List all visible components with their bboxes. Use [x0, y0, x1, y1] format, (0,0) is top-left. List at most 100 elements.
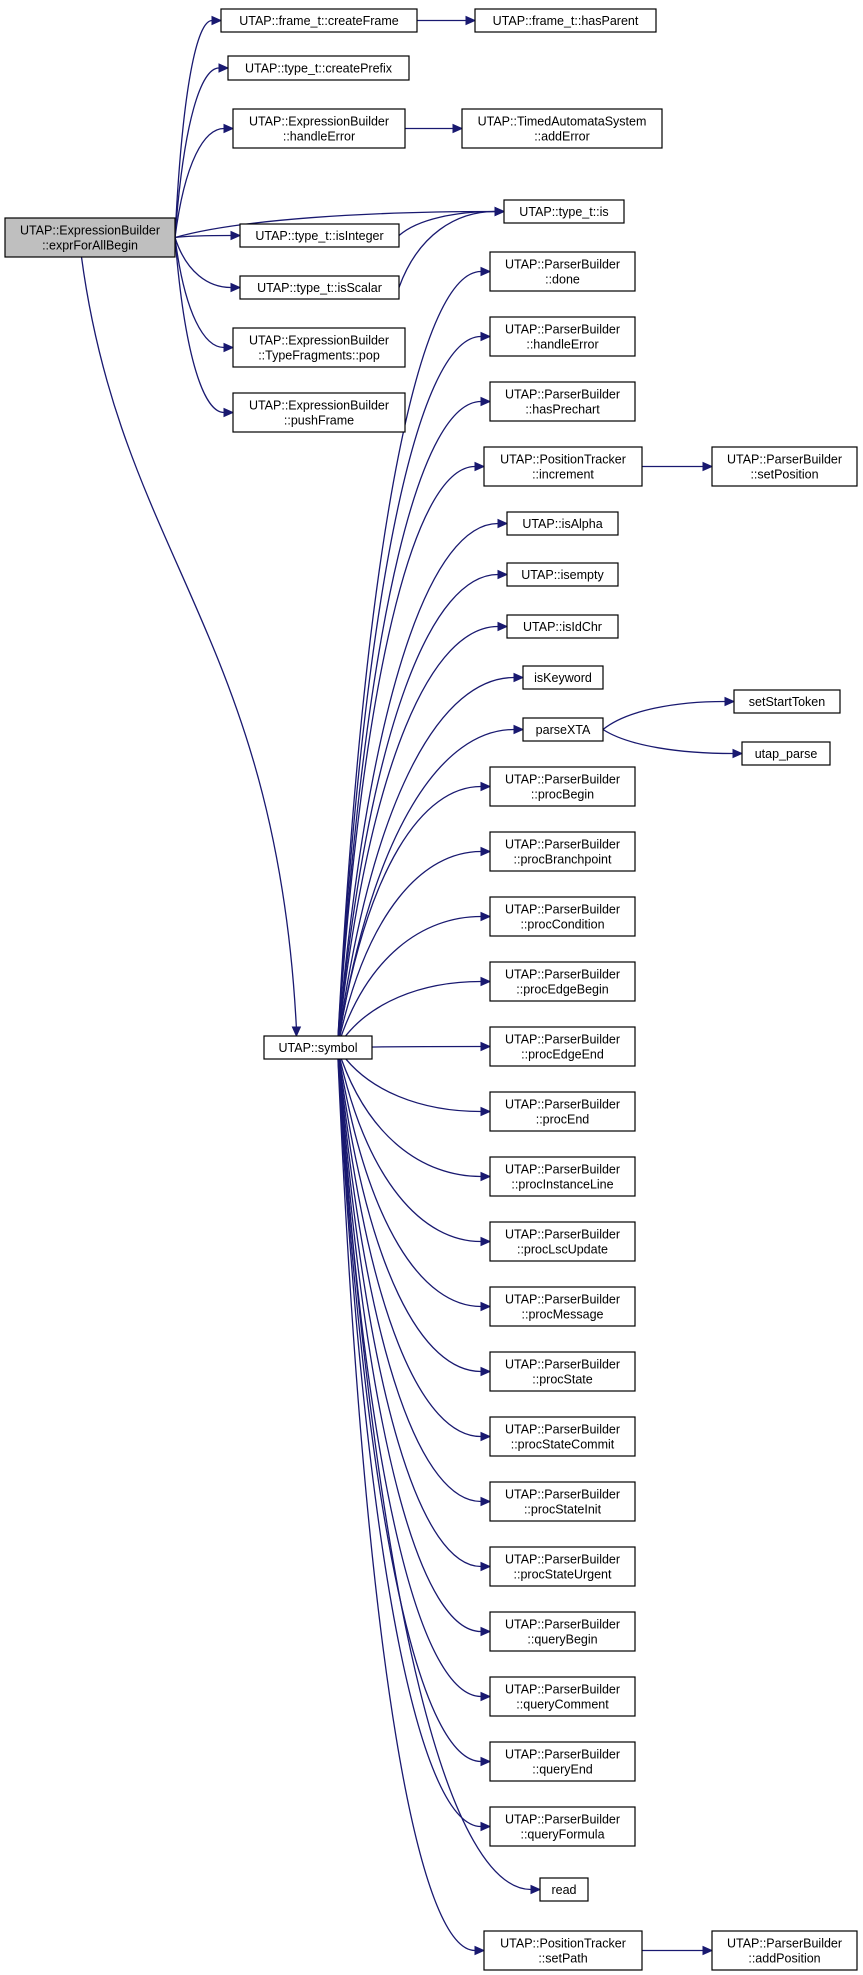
node-hasPrechart[interactable]: UTAP::ParserBuilder::hasPrechart [489, 381, 636, 422]
arrowhead-parseXTA-to-setStartToken [724, 696, 736, 707]
node-box [506, 511, 619, 536]
node-procEdgeEnd[interactable]: UTAP::ParserBuilder::procEdgeEnd [489, 1026, 636, 1067]
edge-root-to-createFrame [174, 19, 213, 238]
node-done[interactable]: UTAP::ParserBuilder::done [489, 251, 636, 292]
call-nodes: UTAP::ExpressionBuilder::exprForAllBegin… [4, 8, 858, 1971]
node-symbol[interactable]: UTAP::symbol [263, 1035, 373, 1060]
node-pushFrame[interactable]: UTAP::ExpressionBuilder::pushFrame [232, 392, 406, 433]
node-label: UTAP::ParserBuilder [505, 1163, 620, 1177]
node-addError[interactable]: UTAP::TimedAutomataSystem::addError [461, 108, 663, 149]
node-procBegin[interactable]: UTAP::ParserBuilder::procBegin [489, 766, 636, 807]
node-procCondition[interactable]: UTAP::ParserBuilder::procCondition [489, 896, 636, 937]
node-label: ::procEdgeBegin [516, 983, 608, 997]
node-label: ::handleError [283, 130, 355, 144]
node-label: UTAP::frame_t::createFrame [239, 14, 399, 28]
edge-symbol-to-isAlpha [336, 522, 499, 1048]
node-label: UTAP::ParserBuilder [505, 903, 620, 917]
node-box [539, 1877, 589, 1902]
node-box [506, 562, 619, 587]
node-box [483, 1930, 643, 1971]
arrowhead-symbol-to-setPath [474, 1945, 486, 1956]
node-procEnd[interactable]: UTAP::ParserBuilder::procEnd [489, 1091, 636, 1132]
node-label: ::pushFrame [284, 414, 354, 428]
node-label: UTAP::type_t::is [519, 205, 608, 219]
arrowhead-parseXTA-to-utap_parse [732, 748, 744, 759]
arrowhead-symbol-to-read [530, 1884, 542, 1895]
node-box [503, 199, 625, 224]
edge-root-to-pushFrame [174, 237, 225, 414]
arrowhead-root-to-pop [223, 342, 235, 353]
node-label: ::setPosition [750, 468, 818, 482]
node-procStateUrgent[interactable]: UTAP::ParserBuilder::procStateUrgent [489, 1546, 636, 1587]
node-box [489, 381, 636, 422]
arrowhead-isScalar-to-is [494, 206, 506, 217]
node-isScalar[interactable]: UTAP::type_t::isScalar [239, 275, 400, 300]
edge-root-to-symbol [80, 256, 298, 1029]
node-isInteger[interactable]: UTAP::type_t::isInteger [239, 223, 400, 248]
node-box [232, 327, 406, 368]
node-utap_parse[interactable]: utap_parse [741, 741, 831, 766]
node-procLscUpdate[interactable]: UTAP::ParserBuilder::procLscUpdate [489, 1221, 636, 1262]
arrowhead-symbol-to-queryBegin [480, 1626, 492, 1637]
node-label: ::procEdgeEnd [521, 1048, 604, 1062]
arrowhead-symbol-to-queryFormula [480, 1821, 492, 1832]
edge-parseXTA-to-utap_parse [602, 728, 734, 755]
node-procMessage[interactable]: UTAP::ParserBuilder::procMessage [489, 1286, 636, 1327]
node-read[interactable]: read [539, 1877, 589, 1902]
arrowhead-symbol-to-isIdChr [497, 621, 509, 632]
node-setPosition[interactable]: UTAP::ParserBuilder::setPosition [711, 446, 858, 487]
node-box [489, 766, 636, 807]
node-addPosition[interactable]: UTAP::ParserBuilder::addPosition [711, 1930, 858, 1971]
node-root[interactable]: UTAP::ExpressionBuilder::exprForAllBegin [4, 217, 176, 258]
node-label: UTAP::ParserBuilder [505, 258, 620, 272]
node-pop[interactable]: UTAP::ExpressionBuilder::TypeFragments::… [232, 327, 406, 368]
node-label: UTAP::ParserBuilder [505, 1423, 620, 1437]
node-label: ::queryComment [516, 1698, 609, 1712]
node-box [489, 1611, 636, 1652]
node-procStateInit[interactable]: UTAP::ParserBuilder::procStateInit [489, 1481, 636, 1522]
arrowhead-symbol-to-procInstanceLine [480, 1171, 492, 1182]
node-label: UTAP::type_t::isScalar [257, 281, 382, 295]
node-setStartToken[interactable]: setStartToken [733, 689, 841, 714]
node-createFrame[interactable]: UTAP::frame_t::createFrame [220, 8, 418, 33]
node-setPath[interactable]: UTAP::PositionTracker::setPath [483, 1930, 643, 1971]
node-pb_handleError[interactable]: UTAP::ParserBuilder::handleError [489, 316, 636, 357]
node-parseXTA[interactable]: parseXTA [522, 717, 604, 742]
node-queryBegin[interactable]: UTAP::ParserBuilder::queryBegin [489, 1611, 636, 1652]
node-box [4, 217, 176, 258]
node-isAlpha[interactable]: UTAP::isAlpha [506, 511, 619, 536]
node-box [506, 614, 619, 639]
edge-symbol-to-queryFormula [336, 1047, 482, 1828]
node-queryFormula[interactable]: UTAP::ParserBuilder::queryFormula [489, 1806, 636, 1847]
node-procInstanceLine[interactable]: UTAP::ParserBuilder::procInstanceLine [489, 1156, 636, 1197]
node-label: UTAP::ExpressionBuilder [249, 399, 389, 413]
node-createPrefix[interactable]: UTAP::type_t::createPrefix [227, 55, 410, 81]
node-queryComment[interactable]: UTAP::ParserBuilder::queryComment [489, 1676, 636, 1717]
node-label: ::procInstanceLine [511, 1178, 613, 1192]
node-box [711, 446, 858, 487]
node-label: setStartToken [749, 695, 825, 709]
node-procStateCommit[interactable]: UTAP::ParserBuilder::procStateCommit [489, 1416, 636, 1457]
edge-root-to-isScalar [174, 237, 232, 289]
node-queryEnd[interactable]: UTAP::ParserBuilder::queryEnd [489, 1741, 636, 1782]
node-isIdChr[interactable]: UTAP::isIdChr [506, 614, 619, 639]
node-procBranchpoint[interactable]: UTAP::ParserBuilder::procBranchpoint [489, 831, 636, 872]
node-label: UTAP::ParserBuilder [505, 773, 620, 787]
node-eb_handleError[interactable]: UTAP::ExpressionBuilder::handleError [232, 108, 406, 149]
node-box [239, 275, 400, 300]
node-is[interactable]: UTAP::type_t::is [503, 199, 625, 224]
node-increment[interactable]: UTAP::PositionTracker::increment [483, 446, 643, 487]
node-box [711, 1930, 858, 1971]
arrowhead-symbol-to-done [480, 266, 492, 277]
node-procEdgeBegin[interactable]: UTAP::ParserBuilder::procEdgeBegin [489, 961, 636, 1002]
node-label: ::exprForAllBegin [42, 239, 138, 253]
node-hasParent[interactable]: UTAP::frame_t::hasParent [474, 8, 657, 33]
edge-symbol-to-procCondition [336, 915, 482, 1048]
node-label: UTAP::PositionTracker [500, 1937, 626, 1951]
node-label: UTAP::ParserBuilder [505, 1488, 620, 1502]
node-box [489, 1156, 636, 1197]
node-procState[interactable]: UTAP::ParserBuilder::procState [489, 1351, 636, 1392]
node-isempty[interactable]: UTAP::isempty [506, 562, 619, 587]
node-isKeyword[interactable]: isKeyword [522, 665, 604, 690]
edge-isScalar-to-is [398, 210, 496, 288]
